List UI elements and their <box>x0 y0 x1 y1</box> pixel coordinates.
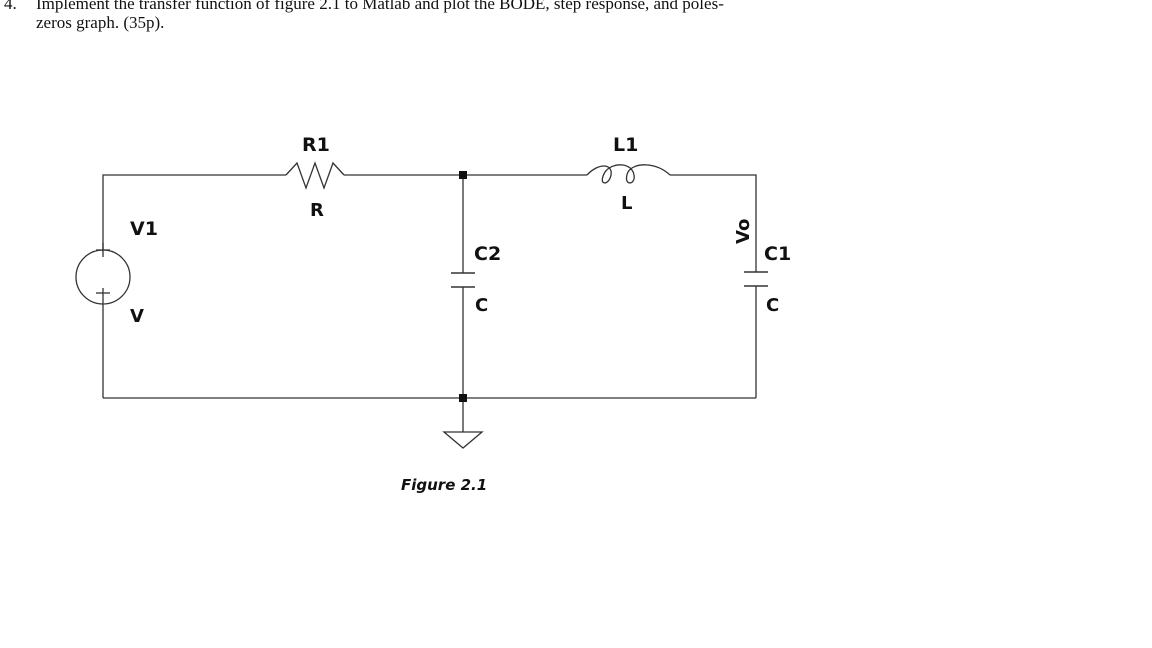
question-number: 4. <box>4 0 17 13</box>
figure-caption: Figure 2.1 <box>401 476 487 494</box>
capacitor-c1 <box>744 271 768 287</box>
voltage-source-v1 <box>75 243 131 305</box>
ground-symbol <box>442 431 484 449</box>
junction-node-bottom <box>459 394 467 402</box>
r1-name-label: R1 <box>302 134 330 156</box>
junction-node-top <box>459 171 467 179</box>
c2-name-label: C2 <box>474 243 501 265</box>
wires <box>102 174 757 432</box>
l1-name-label: L1 <box>613 134 638 156</box>
c2-value-label: C <box>475 295 488 316</box>
capacitor-c2 <box>451 272 475 288</box>
wire-right-top <box>670 174 757 272</box>
c1-value-label: C <box>766 295 779 316</box>
resistor-r1 <box>285 161 345 190</box>
c1-name-label: C1 <box>764 243 791 265</box>
v1-name-label: V1 <box>130 218 158 240</box>
v1-value-label: V <box>130 306 144 327</box>
wire-left-top <box>102 174 286 250</box>
l1-value-label: L <box>621 193 632 214</box>
question-text: Implement the transfer function of figur… <box>36 0 724 32</box>
inductor-l1 <box>586 164 671 184</box>
output-voltage-label: Vo <box>733 219 754 244</box>
r1-value-label: R <box>310 200 324 221</box>
